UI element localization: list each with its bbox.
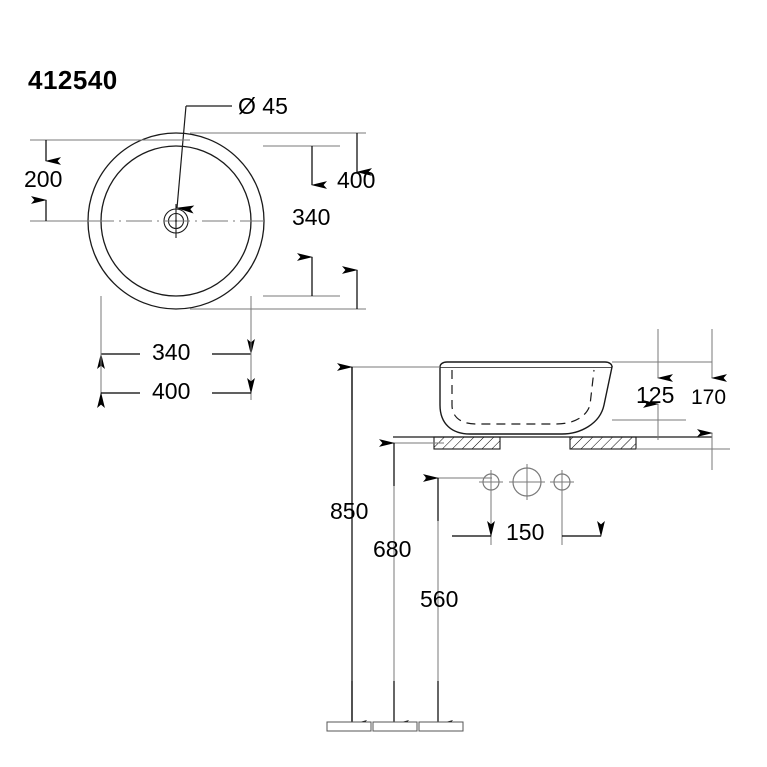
dim-label-340-vertical: 340 (292, 204, 331, 230)
floor-slab-left (326, 721, 372, 732)
dim-label-150: 150 (506, 519, 545, 545)
dim-label-400-horizontal: 400 (152, 378, 191, 404)
floor-slab-right (418, 721, 464, 732)
dim-label-560: 560 (420, 586, 459, 612)
basin-rim-outline (439, 361, 613, 368)
dim-label-340-horizontal: 340 (152, 339, 191, 365)
dia45-leader-diagonal (176, 105, 195, 214)
basin-profile-outline (439, 366, 613, 435)
floor-slab-middle (372, 721, 418, 732)
dim-label-200: 200 (24, 166, 63, 192)
countertop-slab-right (569, 436, 637, 450)
dim-label-drain-diameter: Ø 45 (238, 93, 288, 119)
dim-label-125: 125 (636, 382, 675, 408)
dim-label-850: 850 (330, 498, 369, 524)
basin-inner-hidden-outline (451, 369, 595, 425)
plumbing-connections (479, 464, 574, 500)
dim-label-170: 170 (691, 386, 727, 409)
dim-label-680: 680 (373, 536, 412, 562)
top-view-group (30, 105, 372, 408)
part-number-title: 412540 (28, 65, 118, 95)
side-view-group (326, 329, 730, 732)
dim-label-400-vertical: 400 (337, 167, 376, 193)
